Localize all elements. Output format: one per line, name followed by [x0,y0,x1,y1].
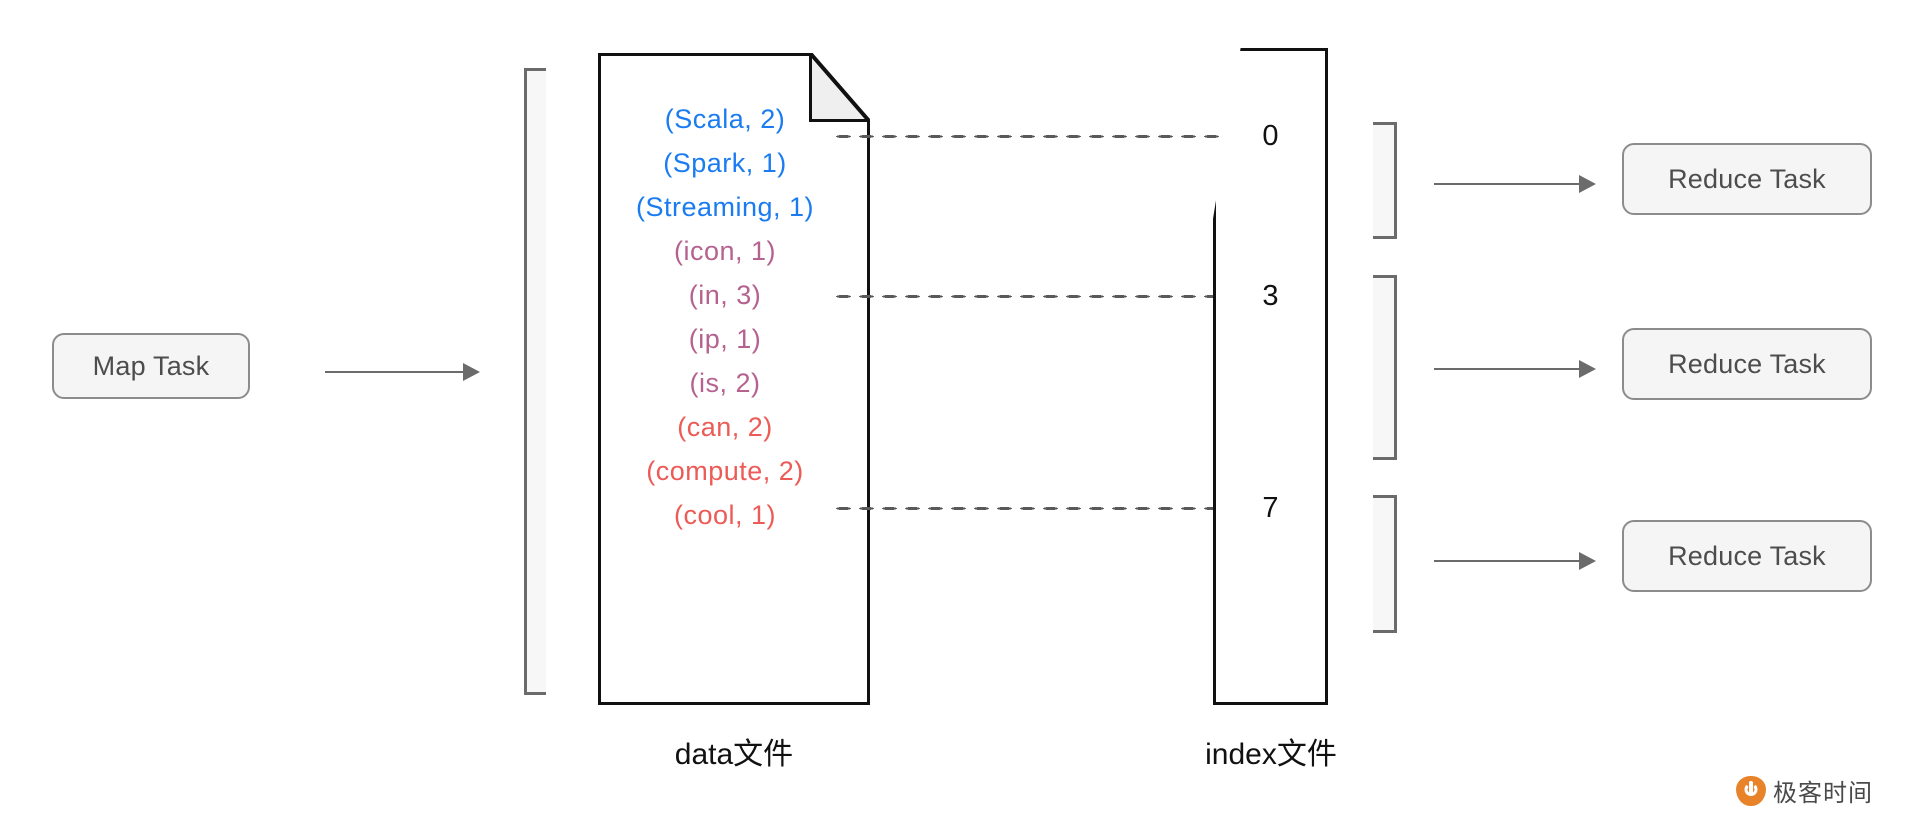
data-entry-row: (Scala, 2) [664,104,786,134]
data-file-entry-list: (Scala, 2) (Spark, 1) (Streaming, 1) (ic… [598,97,870,537]
data-entry-row: (is, 2) [689,368,761,398]
index-offset-value: 3 [1262,280,1279,312]
data-entry-row: (in, 3) [688,280,762,310]
connector-dots-partition-0 [832,134,1238,139]
index-file: 0 3 7 [1213,48,1328,705]
data-file-page-shape [598,53,870,705]
arrow-to-reduce-task-1 [1434,368,1594,370]
index-file-shape [1213,48,1328,705]
page-fold-corner-icon [809,53,870,122]
geekbang-logo-icon [1736,775,1766,806]
arrow-to-reduce-task-0 [1434,183,1594,185]
data-entry-row: (compute, 2) [646,456,804,486]
partition-bracket-0 [1373,122,1397,239]
page-fold-bottom-edge [810,119,870,122]
watermark-text: 极客时间 [1773,779,1873,807]
reduce-task-box-1[interactable]: Reduce Task [1622,328,1872,400]
map-task-label: Map Task [92,350,210,381]
reduce-task-box-2[interactable]: Reduce Task [1622,520,1872,592]
reduce-task-label: Reduce Task [1668,540,1826,571]
arrow-to-reduce-task-2 [1434,560,1594,562]
data-entry-row: (ip, 1) [688,324,762,354]
reduce-task-label: Reduce Task [1668,348,1826,379]
partition-bracket-2 [1373,495,1397,633]
data-entry-row: (Streaming, 1) [635,192,815,222]
index-offset-value: 7 [1262,492,1279,524]
page-fold-diagonal-line [810,53,870,122]
data-entry-row: (cool, 1) [673,500,777,530]
map-task-box[interactable]: Map Task [52,333,250,399]
data-file: (Scala, 2) (Spark, 1) (Streaming, 1) (ic… [598,53,870,705]
data-entry-row: (icon, 1) [673,236,777,266]
page-fold-left-edge [809,53,812,122]
reduce-task-label: Reduce Task [1668,163,1826,194]
index-file-caption: index文件 [1205,738,1337,771]
data-entry-row: (can, 2) [677,412,773,442]
watermark: 极客时间 [1736,773,1873,808]
data-file-caption: data文件 [674,738,794,771]
index-offset-value: 0 [1262,120,1279,152]
arrow-map-to-data [325,371,478,373]
connector-dots-partition-1 [832,294,1238,299]
connector-dots-partition-2 [832,506,1238,511]
data-file-span-bracket [524,68,546,695]
reduce-task-box-0[interactable]: Reduce Task [1622,143,1872,215]
data-entry-row: (Spark, 1) [663,148,787,178]
partition-bracket-1 [1373,275,1397,460]
